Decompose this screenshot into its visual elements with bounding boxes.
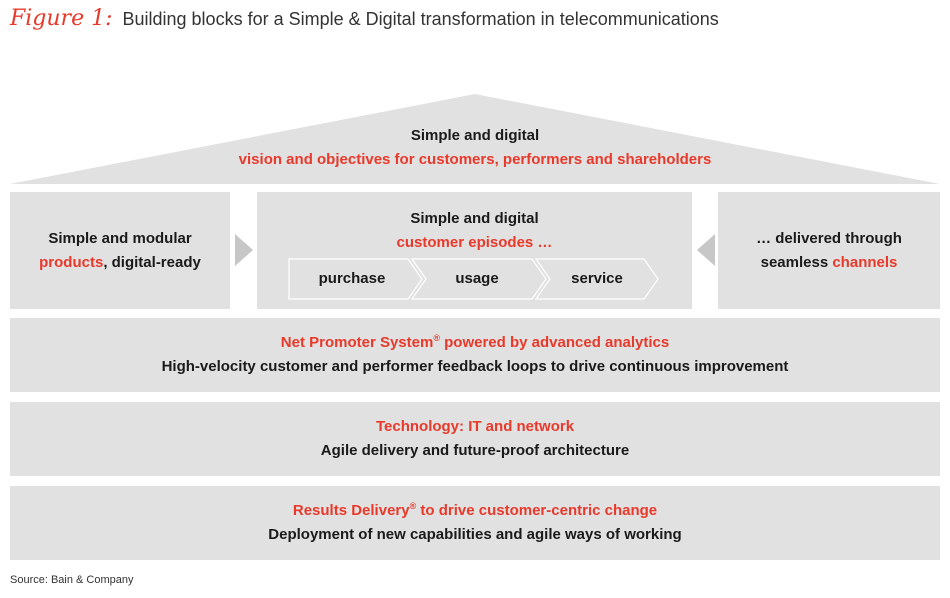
roof-line-2: vision and objectives for customers, per… — [238, 151, 712, 168]
pillar-products: Simple and modular products, digital-rea… — [10, 192, 230, 309]
channels-highlight: channels — [832, 253, 898, 271]
band-results-delivery: Results Delivery® to drive customer-cent… — [10, 486, 940, 560]
band-net-promoter-subtitle: High-velocity customer and performer fee… — [161, 358, 789, 375]
band-results-delivery-title: Results Delivery® to drive customer-cent… — [292, 501, 658, 520]
chevron-purchase — [288, 258, 423, 300]
arrow-left-icon — [697, 234, 715, 266]
roof-line-1: Simple and digital — [410, 127, 540, 144]
pillar-products-line-2: products, digital-ready — [39, 251, 201, 275]
arrow-right-icon — [235, 234, 253, 266]
pillar-episodes-line-1: Simple and digital — [410, 210, 539, 227]
episode-chevrons — [288, 258, 659, 300]
pillar-episodes-line-2: customer episodes … — [396, 234, 553, 251]
roof-text: Simple and digital vision and objectives… — [0, 124, 950, 172]
chevron-usage — [410, 258, 547, 300]
channels-prefix: seamless — [760, 253, 833, 271]
source-note: Source: Bain & Company — [10, 574, 134, 586]
roof-triangle — [10, 94, 940, 184]
band-technology-title: Technology: IT and network — [375, 418, 575, 435]
roof-shape — [10, 94, 940, 184]
chevron-service — [534, 258, 659, 300]
band-results-delivery-subtitle: Deployment of new capabilities and agile… — [268, 526, 682, 543]
products-rest: , digital-ready — [103, 253, 201, 271]
pillar-channels: … delivered through seamless channels — [718, 192, 940, 309]
figure-label: Figure 1: — [10, 6, 113, 31]
band-net-promoter-title: Net Promoter System® powered by advanced… — [280, 333, 670, 352]
products-highlight: products — [39, 253, 104, 271]
pillar-channels-line-1: … delivered through — [756, 229, 902, 247]
pillar-channels-line-2: seamless channels — [761, 251, 898, 275]
step-usage: usage — [455, 270, 499, 287]
step-purchase: purchase — [318, 270, 386, 287]
band-technology: Technology: IT and network Agile deliver… — [10, 402, 940, 476]
band-technology-subtitle: Agile delivery and future-proof architec… — [320, 442, 630, 459]
figure-title: Figure 1: Building blocks for a Simple &… — [10, 6, 719, 36]
figure-heading: Building blocks for a Simple & Digital t… — [122, 9, 719, 29]
registered-mark: ® — [409, 501, 417, 511]
band-net-promoter: Net Promoter System® powered by advanced… — [10, 318, 940, 392]
pillar-products-line-1: Simple and modular — [48, 229, 192, 247]
step-service: service — [571, 270, 623, 287]
registered-mark: ® — [433, 333, 440, 343]
